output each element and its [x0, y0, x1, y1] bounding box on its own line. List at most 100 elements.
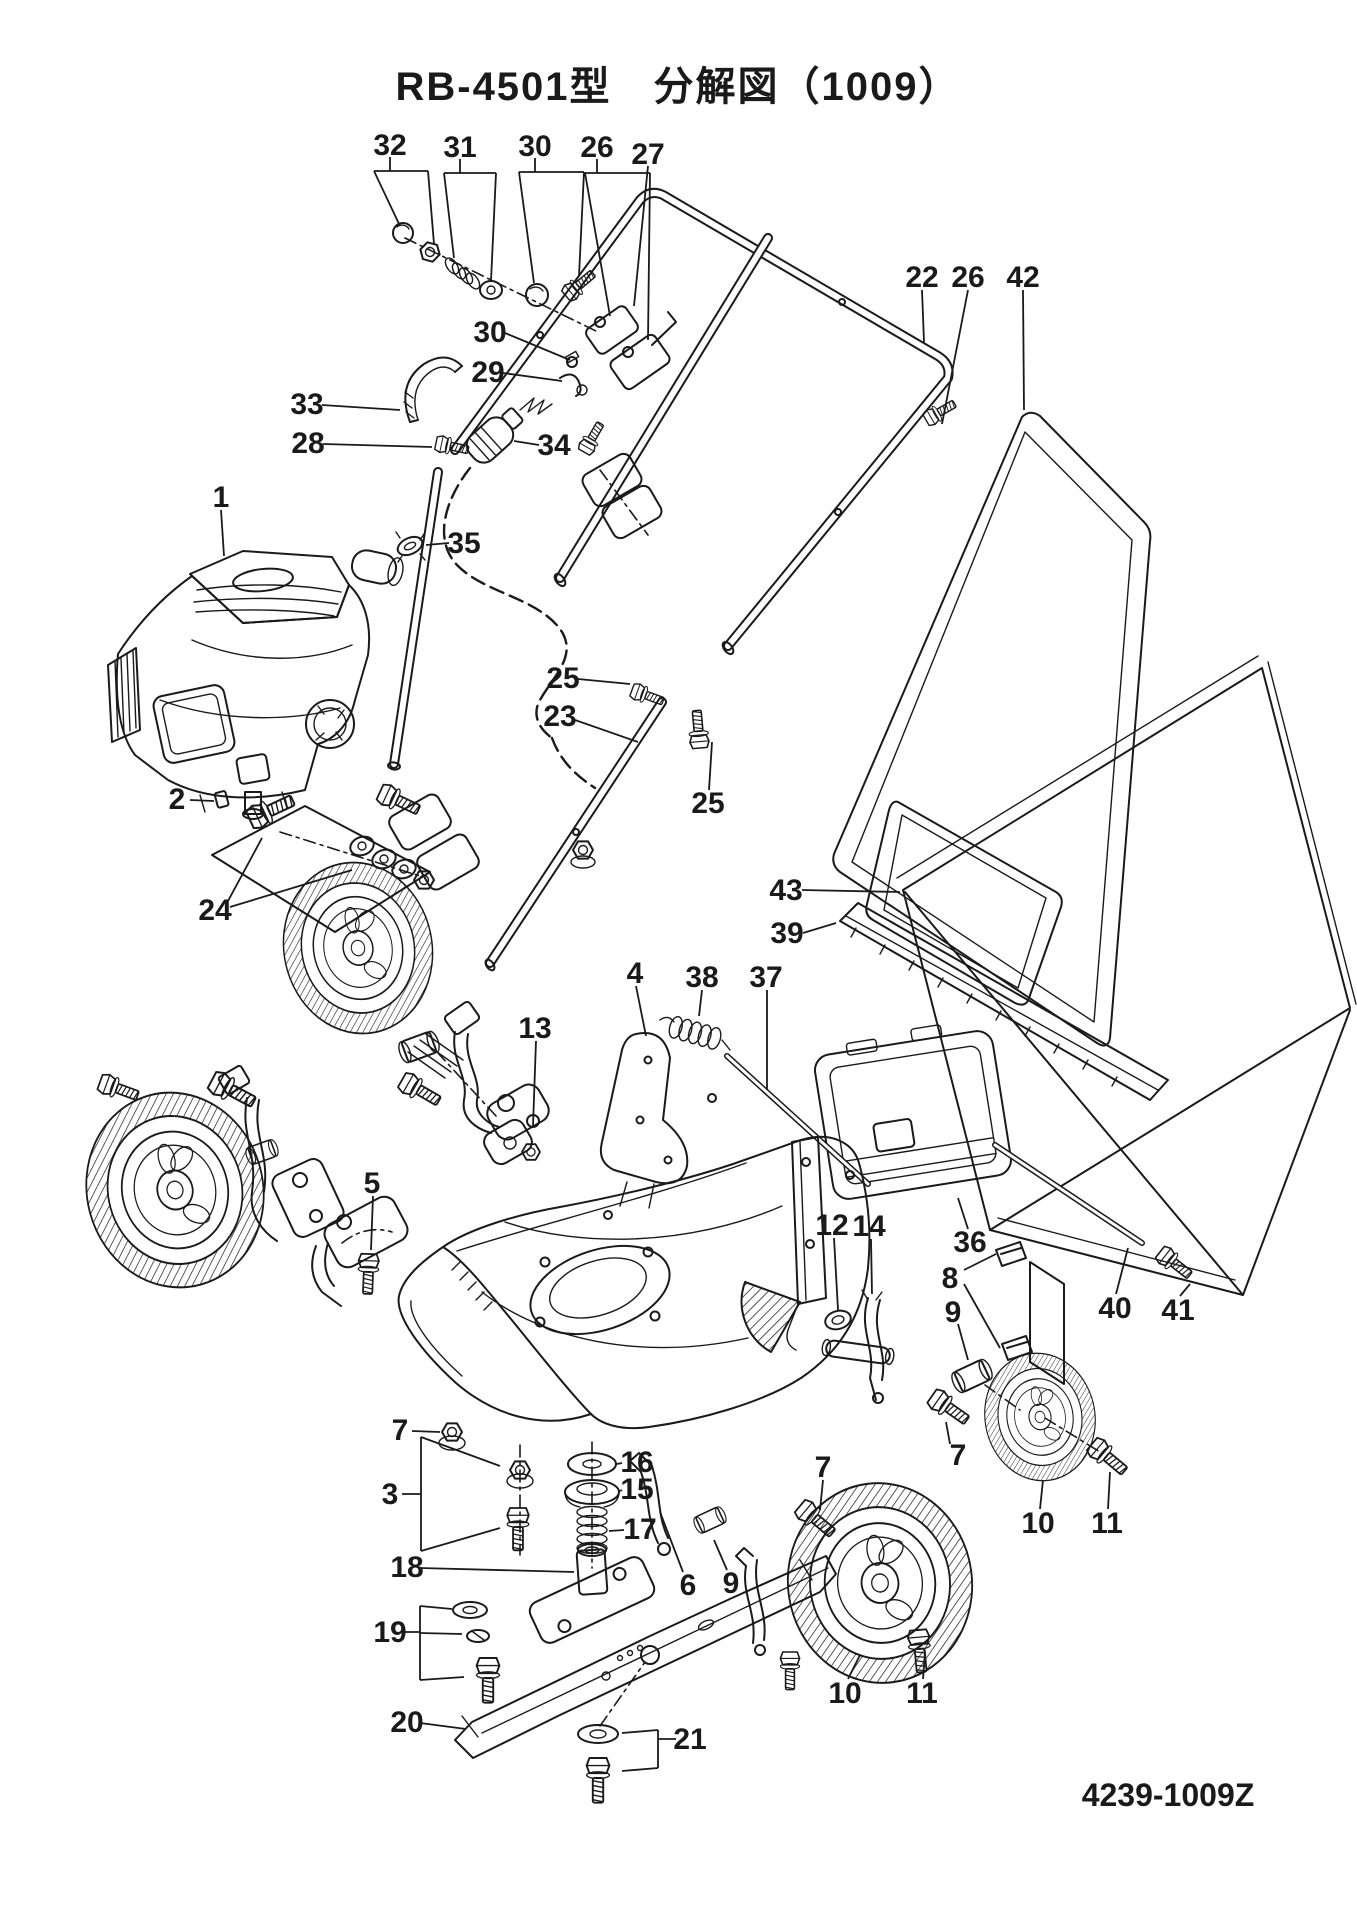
- leader-line: [621, 1729, 659, 1734]
- leader-line: [922, 1651, 926, 1680]
- part-label: 36: [953, 1226, 986, 1259]
- part-label: 37: [749, 961, 782, 994]
- leader-line: [921, 289, 925, 343]
- part-label: 30: [473, 316, 506, 349]
- part-label: 14: [852, 1210, 886, 1243]
- leader-line: [801, 889, 901, 893]
- part-label: 18: [390, 1551, 423, 1584]
- blade-assembly-drawing: [438, 1422, 837, 1804]
- leader-line: [1039, 1479, 1044, 1510]
- leader-line: [616, 1462, 623, 1465]
- leader-line: [518, 171, 535, 284]
- rubber-plate-drawing: [839, 902, 1169, 1101]
- part-label: 9: [945, 1296, 962, 1329]
- part-label: 11: [1091, 1507, 1123, 1540]
- leader-line: [963, 1253, 997, 1271]
- part-label: 17: [623, 1513, 656, 1546]
- leader-line: [833, 1237, 839, 1311]
- part-label: 3: [382, 1478, 399, 1511]
- leader-line: [427, 170, 435, 245]
- leader-line: [659, 1511, 684, 1573]
- part-label: 10: [1021, 1507, 1054, 1540]
- part-label: 1: [213, 481, 230, 514]
- leader-line: [1115, 1247, 1129, 1295]
- leader-line: [578, 171, 585, 277]
- part-label: 2: [169, 783, 186, 816]
- part-label: 30: [518, 130, 551, 163]
- leader-line: [419, 1632, 463, 1635]
- part-label: 7: [950, 1439, 967, 1472]
- leader-line: [220, 509, 225, 557]
- part-label: 25: [691, 787, 724, 820]
- part-label: 7: [392, 1414, 409, 1447]
- part-label: 27: [631, 138, 664, 171]
- leader-line: [647, 172, 651, 341]
- part-label: 13: [518, 1012, 551, 1045]
- part-label: 42: [1006, 261, 1039, 294]
- part-label: 31: [443, 131, 476, 164]
- leader-line: [370, 1195, 374, 1251]
- leader-line: [425, 542, 450, 546]
- part-label: 20: [390, 1706, 423, 1739]
- rear-door-drawing: [659, 1014, 1197, 1284]
- leader-line: [847, 1654, 861, 1680]
- control-parts-drawing: [392, 222, 677, 397]
- leader-line: [945, 1421, 951, 1445]
- leader-line: [698, 989, 703, 1017]
- part-label: 39: [770, 917, 803, 950]
- part-label: 24: [198, 894, 232, 927]
- leader-line: [189, 799, 215, 802]
- leader-line: [708, 741, 713, 791]
- part-label: 26: [580, 131, 613, 164]
- part-label: 9: [723, 1567, 740, 1600]
- part-label: 12: [815, 1209, 848, 1242]
- part-label: 41: [1161, 1294, 1194, 1327]
- leader-line: [802, 922, 837, 934]
- leader-line: [373, 170, 401, 227]
- part-label: 21: [673, 1723, 706, 1756]
- leader-line: [1179, 1283, 1191, 1297]
- leader-line: [941, 289, 969, 425]
- part-label: 38: [685, 961, 718, 994]
- handle-drawing: [387, 187, 954, 972]
- leader-line: [819, 1479, 824, 1511]
- part-label: 35: [447, 527, 480, 560]
- leader-line: [870, 1238, 873, 1295]
- leader-line: [227, 837, 263, 902]
- part-label: 23: [543, 700, 576, 733]
- leader-line: [957, 1323, 969, 1361]
- part-label: 15: [620, 1473, 653, 1506]
- leader-line: [419, 1605, 453, 1610]
- leader-line: [322, 443, 433, 448]
- part-label: 32: [373, 129, 406, 162]
- part-label: 11: [906, 1677, 938, 1710]
- leader-line: [619, 1489, 623, 1492]
- leader-line: [608, 1529, 625, 1532]
- leader-line: [420, 1527, 501, 1552]
- throttle-cable-drawing: [395, 356, 597, 790]
- leader-line: [513, 440, 540, 446]
- leader-line: [532, 1040, 537, 1127]
- leader-line: [621, 1767, 659, 1772]
- grass-bag-drawing: [896, 655, 1357, 1296]
- leader-line: [635, 985, 647, 1037]
- leader-line: [957, 1197, 969, 1230]
- leader-line: [502, 372, 563, 382]
- part-label: 43: [769, 874, 802, 907]
- leader-line: [713, 1539, 728, 1571]
- handle-mount-drawing: [211, 395, 960, 933]
- leader-line: [419, 1676, 465, 1681]
- part-label: 25: [546, 662, 579, 695]
- engine-drawing: [107, 549, 404, 820]
- part-label: 10: [828, 1677, 861, 1710]
- leader-line: [420, 1436, 501, 1467]
- leader-line: [321, 404, 401, 411]
- leader-line: [633, 165, 649, 307]
- part-label: 34: [537, 429, 571, 462]
- deck-drawing: [95, 1000, 871, 1430]
- leader-line: [411, 1430, 441, 1433]
- part-label: 4: [627, 957, 644, 990]
- part-label: 5: [364, 1167, 381, 1200]
- leader-line: [419, 1567, 575, 1573]
